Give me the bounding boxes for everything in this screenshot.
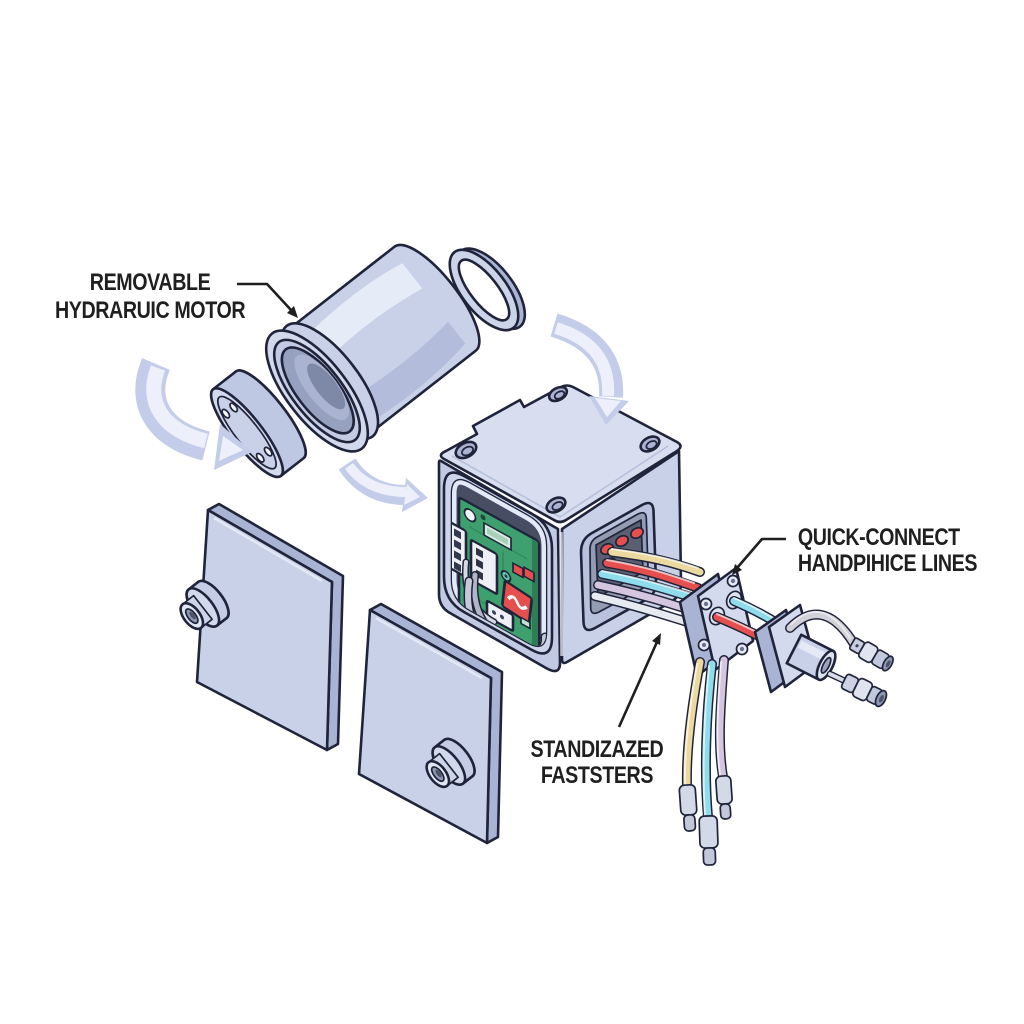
label-quick-connect-line2: HANDPIHICE LINES: [798, 549, 977, 576]
leader-quick-connect: [732, 537, 786, 575]
leader-motor: [237, 282, 298, 318]
label-motor-line1: REMOVABLE: [90, 268, 211, 295]
assembly-arrow-top: [550, 313, 629, 425]
motor-end-cap: [209, 369, 307, 479]
label-motor-line2: HYDRARUIC MOTOR: [55, 296, 246, 323]
plate-boss: [179, 579, 230, 631]
control-unit-housing: [437, 384, 683, 673]
o-ring-seal: [448, 247, 527, 332]
assembly-arrow-left: [135, 358, 252, 470]
hanging-tube-yellow: [678, 657, 705, 832]
hydraulic-motor-cylinder: [264, 243, 481, 453]
label-fasteners-line1: STANDIZAZED: [531, 735, 664, 762]
cover-plate-right: [357, 602, 504, 845]
screw-hole: [454, 385, 661, 514]
leader-fasteners: [617, 633, 661, 728]
plate-boss: [425, 737, 476, 789]
hanging-tube-lavender: [714, 655, 733, 820]
cover-plate-left: [179, 502, 345, 752]
hanging-tube-cyan: [698, 659, 719, 866]
label-fasteners-line2: FASTSTERS: [541, 761, 653, 788]
label-quick-connect-line1: QUICK-CONNECT: [798, 523, 961, 550]
handpiece-cable-lower: [826, 670, 888, 708]
handpiece-cable-upper: [785, 609, 894, 672]
assembly-arrow-middle: [338, 458, 428, 512]
